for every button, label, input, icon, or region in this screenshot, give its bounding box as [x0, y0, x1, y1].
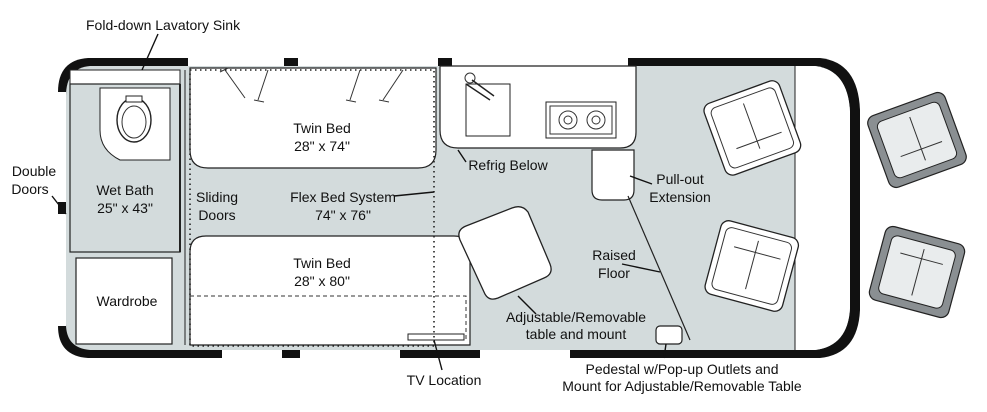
leader-pullout — [629, 175, 653, 185]
cab-seat-bottom — [868, 225, 966, 319]
seat-top — [703, 80, 802, 176]
wet-bath — [69, 83, 181, 253]
label-raised-floor-2: Floor — [598, 265, 630, 281]
label-table-1: Adjustable/Removable — [506, 309, 646, 325]
twin-bed-bottom — [189, 235, 471, 346]
label-double-doors-2: Doors — [11, 181, 48, 197]
tv-location — [407, 333, 465, 341]
label-sliding-doors-1: Sliding — [196, 189, 238, 205]
label-sliding-doors-2: Doors — [198, 207, 235, 223]
label-pedestal-1: Pedestal w/Pop-up Outlets and — [585, 361, 778, 377]
label-wet-bath-1: Wet Bath — [96, 182, 153, 198]
leader-table — [517, 295, 537, 315]
sink-icon — [465, 83, 511, 137]
leader-doors — [51, 195, 67, 215]
leader-refrig — [457, 149, 467, 163]
label-twin-bed-top-2: 28" x 74" — [294, 138, 350, 154]
cab-seat-top — [867, 91, 967, 189]
leader-pedestal — [663, 343, 667, 359]
label-refrig-below: Refrig Below — [468, 157, 548, 173]
cooktop-icon — [545, 101, 617, 139]
label-pullout-2: Extension — [649, 189, 710, 205]
lavatory-sink-counter — [69, 69, 181, 85]
label-twin-bed-bottom-2: 28" x 80" — [294, 273, 350, 289]
galley-counter — [439, 65, 637, 149]
twin-bed-top — [189, 67, 437, 169]
label-wardrobe: Wardrobe — [97, 293, 158, 309]
leader-tv — [433, 339, 443, 371]
label-flex-bed-1: Flex Bed System — [290, 189, 396, 205]
label-tv-location: TV Location — [407, 372, 482, 388]
pedestal — [655, 325, 683, 345]
label-double-doors-1: Double — [12, 163, 57, 179]
label-twin-bed-bottom-1: Twin Bed — [293, 255, 351, 271]
label-wet-bath-2: 25" x 43" — [97, 200, 153, 216]
label-table-2: table and mount — [526, 326, 627, 342]
label-pullout-1: Pull-out — [656, 171, 704, 187]
label-flex-bed-2: 74" x 76" — [315, 207, 371, 223]
label-twin-bed-top-1: Twin Bed — [293, 120, 351, 136]
label-pedestal-2: Mount for Adjustable/Removable Table — [562, 378, 802, 394]
label-lavatory-sink: Fold-down Lavatory Sink — [86, 17, 241, 33]
label-raised-floor-1: Raised — [592, 247, 636, 263]
leader-flexbed — [393, 191, 435, 197]
adjustable-table — [458, 206, 552, 300]
seat-bottom — [704, 220, 800, 312]
leader-lavatory — [141, 33, 159, 71]
wardrobe — [75, 257, 173, 345]
pullout-extension — [591, 149, 635, 201]
raised-floor-edge — [627, 195, 691, 341]
leader-raised-floor — [621, 263, 661, 273]
